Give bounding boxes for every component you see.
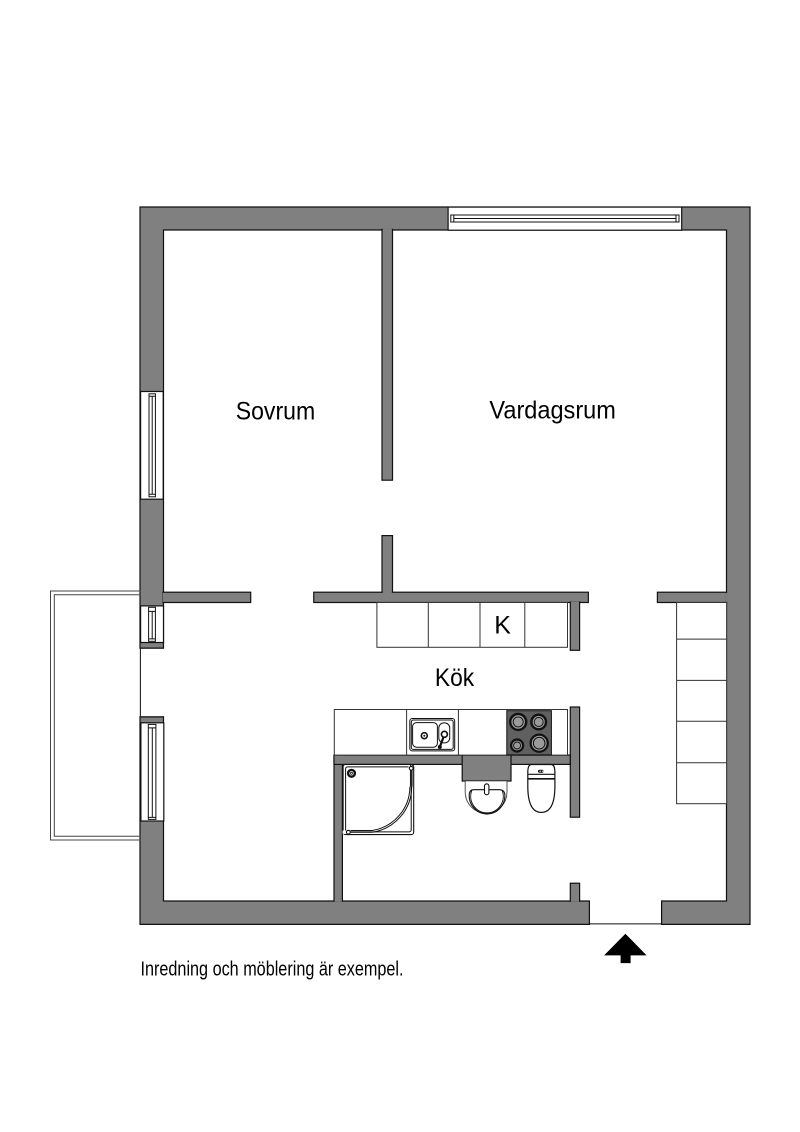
svg-text:Inredning och möblering är exe: Inredning och möblering är exempel.	[141, 959, 404, 981]
svg-text:Vardagsrum: Vardagsrum	[489, 397, 616, 425]
svg-text:Sovrum: Sovrum	[236, 397, 316, 425]
svg-text:K: K	[494, 612, 511, 640]
svg-text:Kök: Kök	[435, 664, 475, 692]
